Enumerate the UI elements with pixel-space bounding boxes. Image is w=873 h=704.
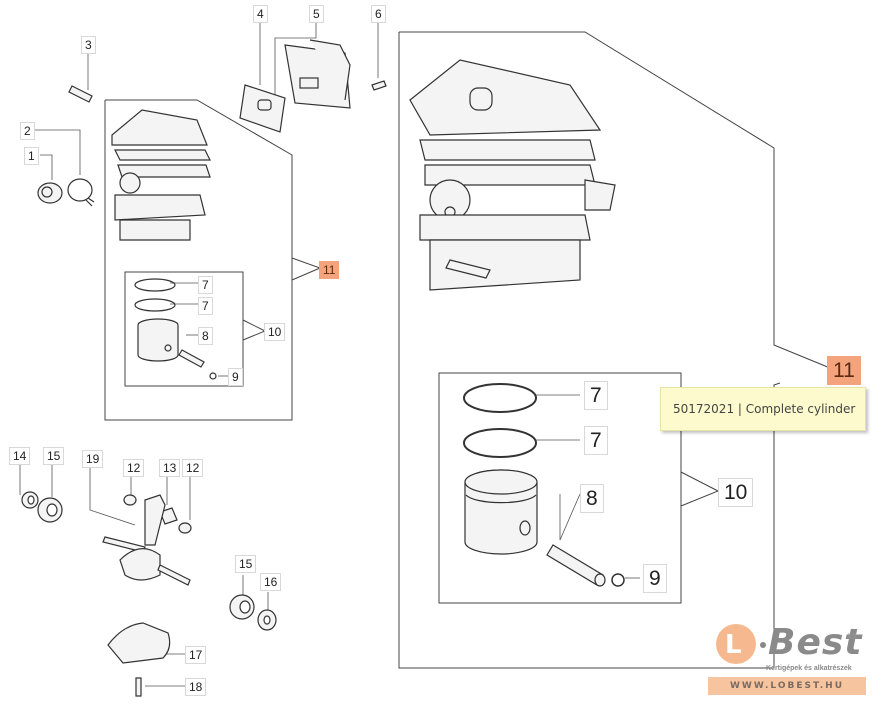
callout-5[interactable]: 5 [309, 5, 324, 23]
callout-14[interactable]: 14 [9, 447, 31, 465]
leader-11-small [291, 257, 322, 281]
part-piston-small[interactable] [137, 318, 179, 362]
part-bolt[interactable] [135, 677, 142, 697]
part-needle-cage-ring-2[interactable] [178, 522, 192, 534]
part-piston-big[interactable] [464, 469, 538, 555]
callout-7-big-a[interactable]: 7 [584, 381, 608, 410]
group-frame-10-big [438, 372, 682, 604]
callout-8-small[interactable]: 8 [198, 327, 213, 345]
part-crankshaft[interactable] [102, 494, 191, 586]
part-piston-pin-small[interactable] [178, 349, 205, 368]
callout-2[interactable]: 2 [20, 122, 35, 140]
callout-9-small[interactable]: 9 [228, 368, 243, 386]
part-ring-clamp[interactable] [67, 178, 95, 207]
part-piston-ring-big-1[interactable] [463, 383, 537, 413]
logo-tagline: Kertigépek és alkatrészek [766, 665, 852, 672]
callout-11-small[interactable]: 11 [319, 261, 340, 279]
part-oil-seal-right[interactable] [257, 609, 277, 631]
callout-17[interactable]: 17 [185, 646, 207, 664]
leader-10-big [680, 471, 720, 507]
callout-3[interactable]: 3 [81, 36, 96, 54]
callout-10-big[interactable]: 10 [718, 478, 754, 507]
callout-4[interactable]: 4 [253, 5, 268, 23]
callout-10-small[interactable]: 10 [264, 323, 286, 341]
callout-9-big[interactable]: 9 [643, 564, 667, 593]
part-piston-ring-small-1[interactable] [134, 278, 176, 292]
callout-7-big-b[interactable]: 7 [584, 426, 608, 455]
part-crankcase-bottom[interactable] [107, 622, 171, 664]
group-frame-11-big-lower [398, 32, 781, 669]
leader-10-small [242, 319, 267, 341]
part-decompression-valve[interactable] [37, 182, 63, 204]
callout-16[interactable]: 16 [260, 573, 282, 591]
part-needle-bearing[interactable] [159, 507, 178, 525]
callout-12-b[interactable]: 12 [182, 459, 204, 477]
part-piston-ring-big-2[interactable] [463, 428, 537, 458]
part-bearing-left[interactable] [37, 497, 63, 523]
callout-11-big[interactable]: 11 [827, 356, 861, 385]
callout-15-a[interactable]: 15 [43, 447, 65, 465]
callout-8-big[interactable]: 8 [580, 484, 604, 513]
callout-12-a[interactable]: 12 [123, 459, 145, 477]
group-frame-11-big [399, 31, 831, 369]
callout-6[interactable]: 6 [371, 5, 386, 23]
part-spark-plug[interactable] [68, 85, 93, 103]
tooltip-text: 50172021 | Complete cylinder [673, 402, 856, 416]
part-gasket[interactable] [239, 84, 286, 133]
callout-13[interactable]: 13 [159, 459, 181, 477]
callout-15-b[interactable]: 15 [235, 555, 257, 573]
callout-7-small-b[interactable]: 7 [198, 297, 213, 315]
part-muffler[interactable] [284, 39, 351, 109]
callout-1[interactable]: 1 [24, 147, 39, 165]
callout-7-small-a[interactable]: 7 [198, 276, 213, 294]
part-tooltip: 50172021 | Complete cylinder [660, 387, 866, 431]
callout-19[interactable]: 19 [82, 450, 104, 468]
lobest-logo: L Best kft. Kertigépek és alkatrészek WW… [708, 622, 868, 700]
part-circlip-small[interactable] [209, 372, 217, 380]
callout-18[interactable]: 18 [185, 678, 207, 696]
part-piston-pin-big[interactable] [546, 544, 606, 587]
part-piston-ring-small-2[interactable] [134, 298, 176, 312]
part-cylinder-small[interactable] [111, 109, 211, 241]
part-bearing-right[interactable] [229, 594, 255, 620]
part-circlip-big[interactable] [611, 573, 625, 587]
part-cylinder-big[interactable] [409, 59, 616, 291]
part-screw[interactable] [371, 80, 387, 91]
logo-dot [760, 642, 766, 648]
part-oil-seal-left[interactable] [21, 491, 39, 509]
group-frame-11-small [104, 99, 293, 421]
logo-url[interactable]: WWW.LOBEST.HU [708, 677, 866, 695]
logo-wordmark: Best [768, 622, 863, 663]
logo-suffix: kft. [848, 632, 859, 641]
group-frame-10-small [124, 271, 244, 387]
logo-mark-icon: L [716, 624, 756, 664]
part-needle-cage-ring-1[interactable] [123, 494, 137, 506]
